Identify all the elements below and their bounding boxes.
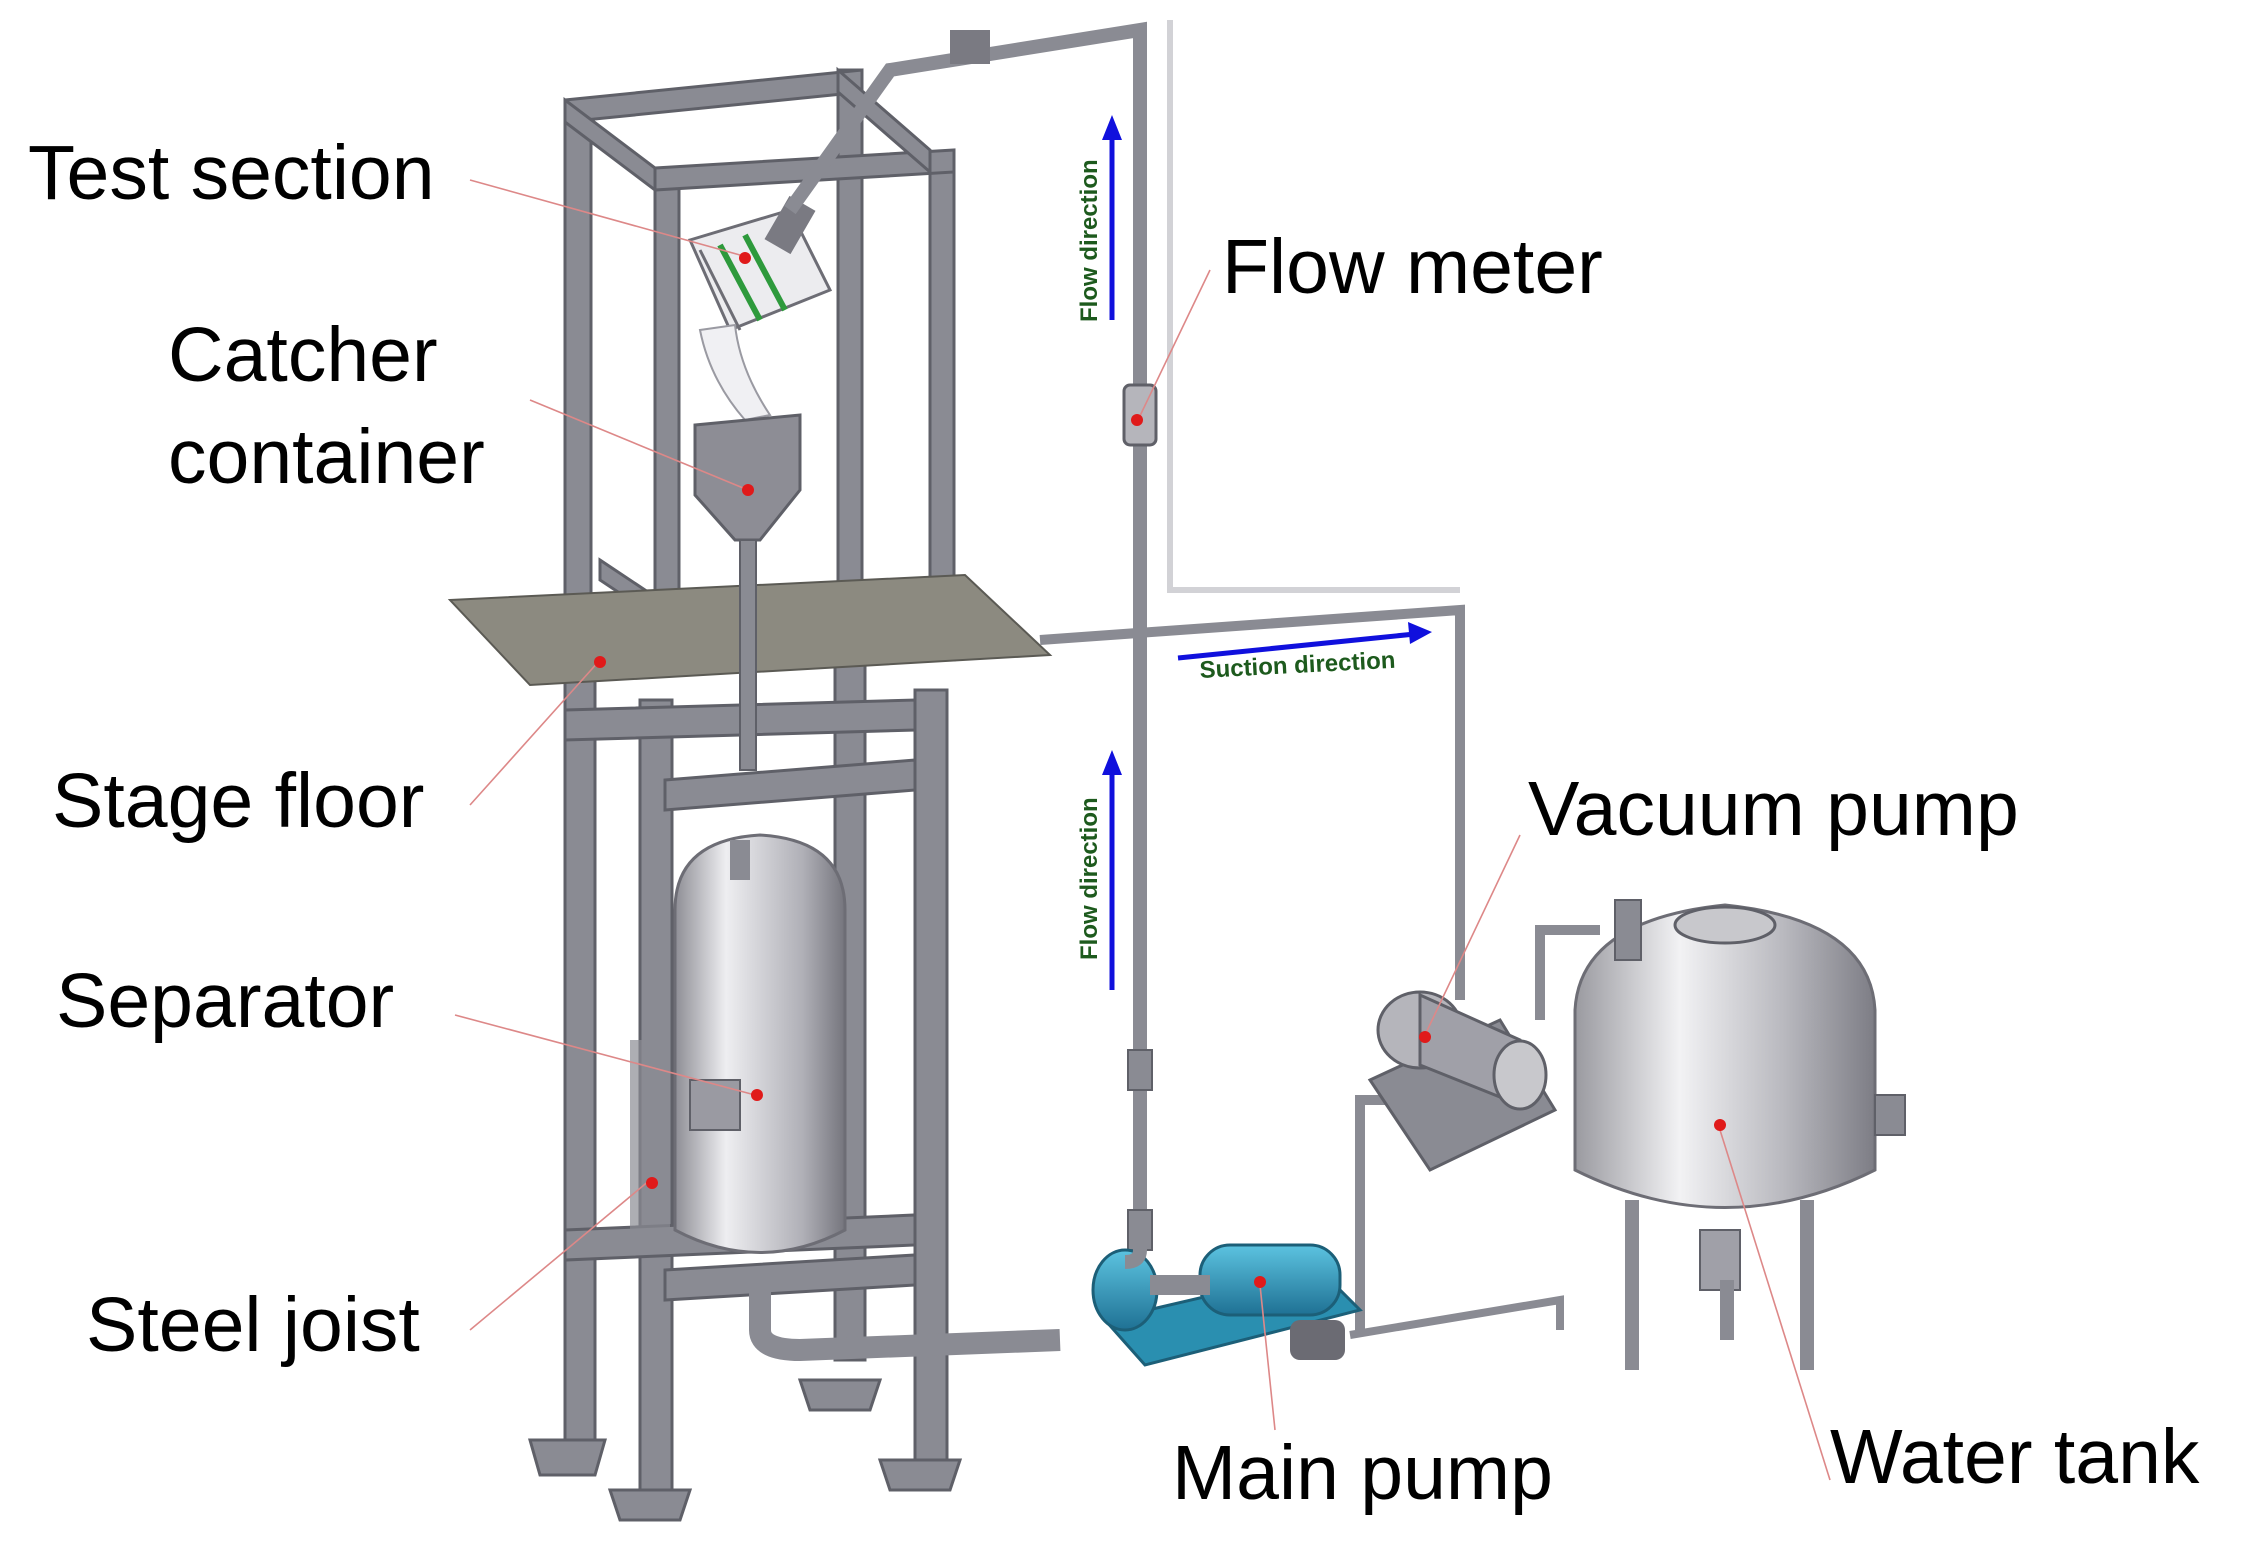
water-tank-label: Water tank: [1830, 1414, 2200, 1500]
marker-dots: [594, 252, 1726, 1288]
test-section-marker: [739, 252, 751, 264]
riser-pipe: [1122, 30, 1158, 1251]
separator-marker: [751, 1089, 763, 1101]
vacuum-pump-label: Vacuum pump: [1528, 766, 2019, 852]
stage-floor-marker: [594, 656, 606, 668]
catcher-container-marker: [742, 484, 754, 496]
stage-floor-label: Stage floor: [52, 758, 425, 844]
test-section-label: Test section: [28, 130, 435, 216]
main-pump: [1091, 1240, 1564, 1367]
steel-joist-marker: [646, 1177, 658, 1189]
water-tank-marker: [1714, 1119, 1726, 1131]
flow-direction-top-label: Flow direction: [1076, 159, 1103, 322]
flow-arrow-top: Flow direction: [1076, 115, 1122, 322]
flow-meter-label: Flow meter: [1222, 224, 1603, 310]
steel-joist-label: Steel joist: [86, 1282, 420, 1368]
flow-meter-marker: [1131, 414, 1143, 426]
water-tank: [1573, 899, 1906, 1370]
catcher-container-label-line2: container: [168, 414, 485, 500]
vacuum-pump: [1367, 990, 1558, 1172]
separator-vessel: [630, 833, 1061, 1362]
main-pump-label: Main pump: [1172, 1430, 1553, 1516]
vacuum-pump-marker: [1419, 1031, 1431, 1043]
test-section: [687, 195, 833, 422]
catcher-container-label-line1: Catcher: [168, 312, 438, 398]
flow-arrow-bottom: Flow direction: [1076, 750, 1122, 990]
separator-label: Separator: [56, 958, 395, 1044]
catcher-container: [693, 413, 802, 771]
main-pump-marker: [1254, 1276, 1266, 1288]
leader-lines: [454, 179, 1831, 1481]
flow-direction-bottom-label: Flow direction: [1076, 797, 1103, 960]
